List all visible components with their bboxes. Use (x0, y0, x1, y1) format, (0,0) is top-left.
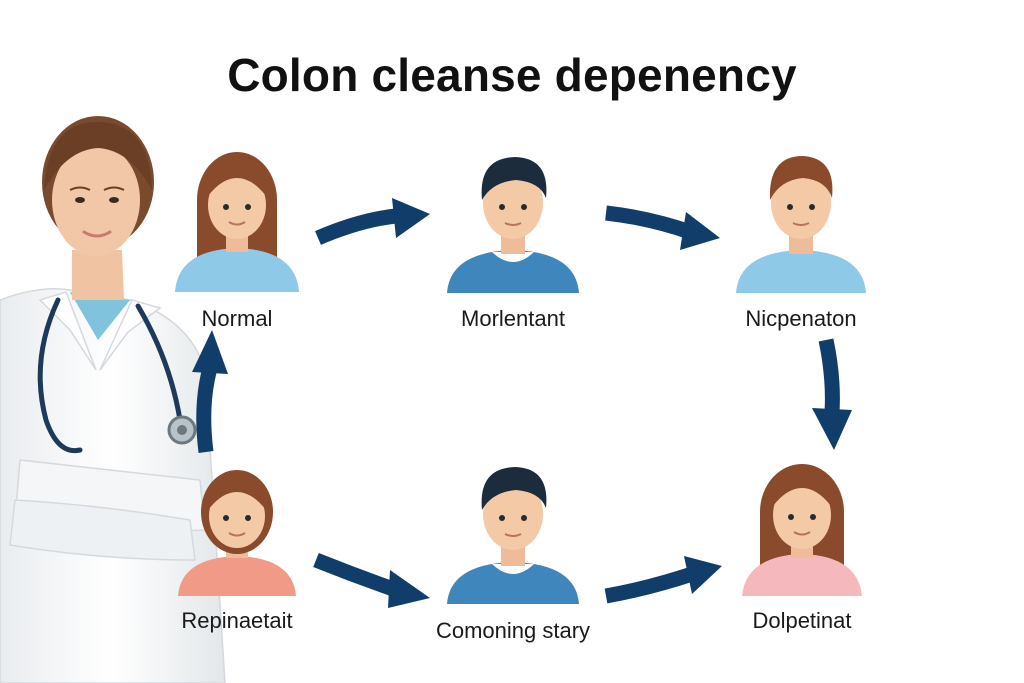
node-label-comoning-stary: Comoning stary (435, 618, 591, 643)
avatar-normal (175, 152, 299, 292)
node-label-dolpetinat: Dolpetinat (752, 608, 852, 633)
arrow-comoning-to-dolpetinat (604, 566, 695, 604)
arrowhead (192, 330, 228, 374)
node-label-nicpenaton: Nicpenaton (745, 306, 857, 331)
arrow-repinaetait-to-comoning (313, 553, 399, 598)
node-label-normal: Normal (201, 306, 273, 331)
avatar-morlentant (447, 157, 579, 293)
arrowhead (684, 556, 722, 594)
arrowhead (812, 408, 852, 450)
node-label-repinaetait: Repinaetait (181, 608, 293, 633)
arrow-normal-to-morlentant (315, 208, 397, 245)
node-label-morlentant: Morlentant (461, 306, 565, 331)
arrow-heads (192, 198, 852, 608)
avatar-nicpenaton (736, 156, 866, 293)
doctor-figure (0, 116, 226, 683)
arrow-repinaetait-to-normal (196, 366, 218, 453)
avatar-dolpetinat (742, 464, 862, 596)
avatar-repinaetait (178, 470, 296, 596)
diagram-title: Colon cleanse depenency (227, 49, 797, 101)
arrowhead (392, 198, 430, 238)
arrowhead (680, 212, 720, 250)
avatar-comoning-stary (447, 467, 579, 604)
arrow-morlentant-to-nicpenaton (605, 205, 693, 240)
flow-arrows (196, 205, 840, 604)
arrow-nicpenaton-to-dolpetinat (818, 338, 840, 413)
arrowhead (388, 570, 430, 608)
